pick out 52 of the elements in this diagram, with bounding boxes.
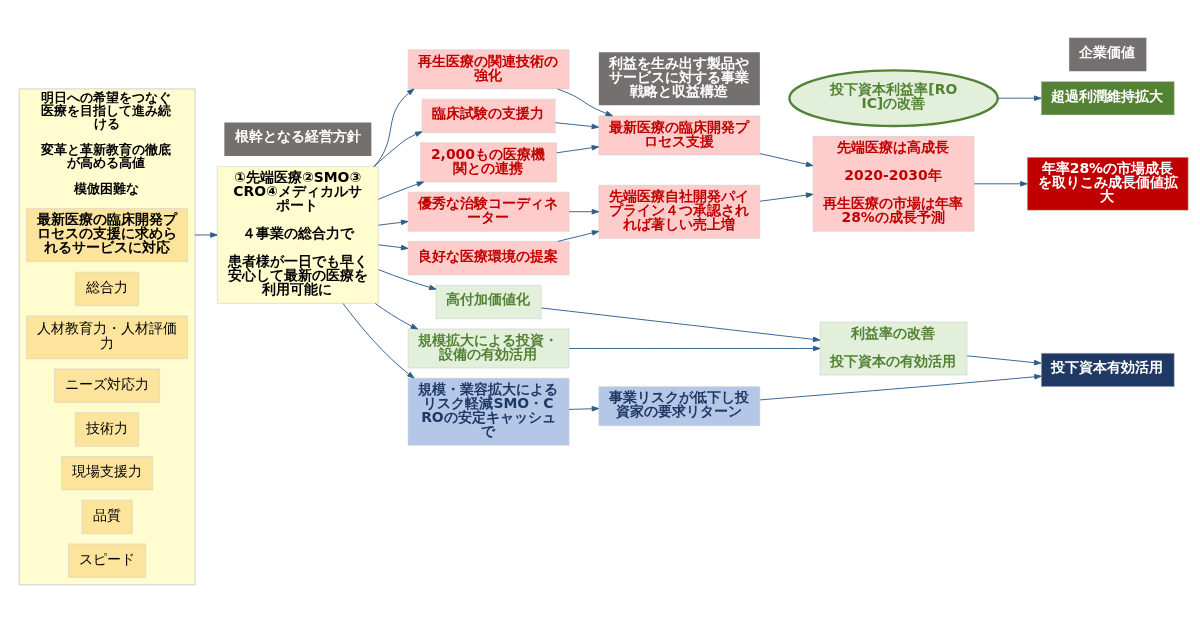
node-box: 総合力 — [75, 271, 140, 306]
arrow — [997, 95, 1042, 101]
arrow — [377, 219, 409, 226]
node-box: 高付加価値化 — [435, 284, 542, 319]
node-box: 先端医療は高成長 2020-2030年 再生医療の市場は年率28%の成長予測 — [812, 136, 975, 232]
node-box: 投下資本有効活用 — [1040, 352, 1175, 387]
node-box: ニーズ対応力 — [54, 368, 160, 403]
arrow — [554, 122, 599, 130]
node-box: 規模・業容拡大によるリスク軽減SMO・CROの安定キャッシュで — [407, 378, 570, 446]
node-box: 事業リスクが低下し投資家の要求リターン — [598, 386, 761, 426]
arrow — [374, 303, 419, 330]
arrow — [759, 374, 1042, 401]
node-box: 臨床試験の支援力 — [421, 98, 556, 133]
node-box: 2,000もの医療機関との連携 — [420, 142, 557, 183]
arrow — [377, 181, 425, 200]
node-box: 先端医療自社開発パイプライン４つ承認されれば著しい売上増 — [598, 184, 761, 239]
arrow — [568, 208, 600, 215]
arrow — [377, 244, 409, 251]
arrow — [973, 181, 1028, 187]
node-box: 年率28%の市場成長を取りこみ成長価値拡大 — [1027, 157, 1189, 211]
node-box: 再生医療の関連技術の強化 — [407, 49, 570, 90]
arrow — [373, 131, 423, 168]
node-box: 利益率の改善 投下資本の有効活用 — [819, 321, 968, 376]
arrow — [759, 153, 814, 167]
arrow — [194, 232, 218, 238]
arrow — [378, 269, 437, 290]
arrow — [966, 355, 1042, 366]
node-box: 良好な医療環境の提案 — [407, 241, 570, 276]
label: 根幹となる経営方針 — [234, 128, 361, 145]
node-box: 品質 — [81, 499, 133, 534]
node-box: 現場支援力 — [61, 456, 153, 491]
node-box: 技術力 — [75, 412, 140, 447]
arrow — [568, 406, 600, 412]
arrow — [557, 230, 600, 242]
label: 企業価値 — [1079, 43, 1136, 60]
label: 利益を生み出す製品やサービスに対する事業戦略と収益構造 — [609, 54, 750, 99]
node-ellipse: 投下資本利益率[ROIC]の改善 — [788, 69, 999, 128]
node-box: 人材教育力・人材評価力 — [26, 315, 188, 359]
arrow — [556, 145, 600, 154]
node-box: 規模拡大による投資・設備の有効活用 — [407, 328, 570, 369]
arrow — [759, 192, 814, 202]
arrow — [342, 303, 415, 379]
node-box: 最新医療の臨床開発プロセスの支援に求められるサービスに対応 — [26, 208, 188, 262]
arrow — [374, 88, 415, 167]
node-box: ①先端医療②SMO③CRO④メディカルサポート ４事業の総合力で 患者様が一日でも早く安心して最新の医療を利用可能に — [217, 166, 379, 304]
arrow — [540, 307, 821, 343]
node-box: 最新医療の臨床開発プロセス支援 — [598, 115, 761, 156]
node-box: 優秀な治験コーディネーター — [407, 191, 570, 232]
node-box: スピード — [68, 543, 146, 578]
arrow — [568, 345, 821, 352]
arrow — [557, 88, 613, 117]
node-box: 超過利潤維持拡大 — [1040, 81, 1175, 116]
